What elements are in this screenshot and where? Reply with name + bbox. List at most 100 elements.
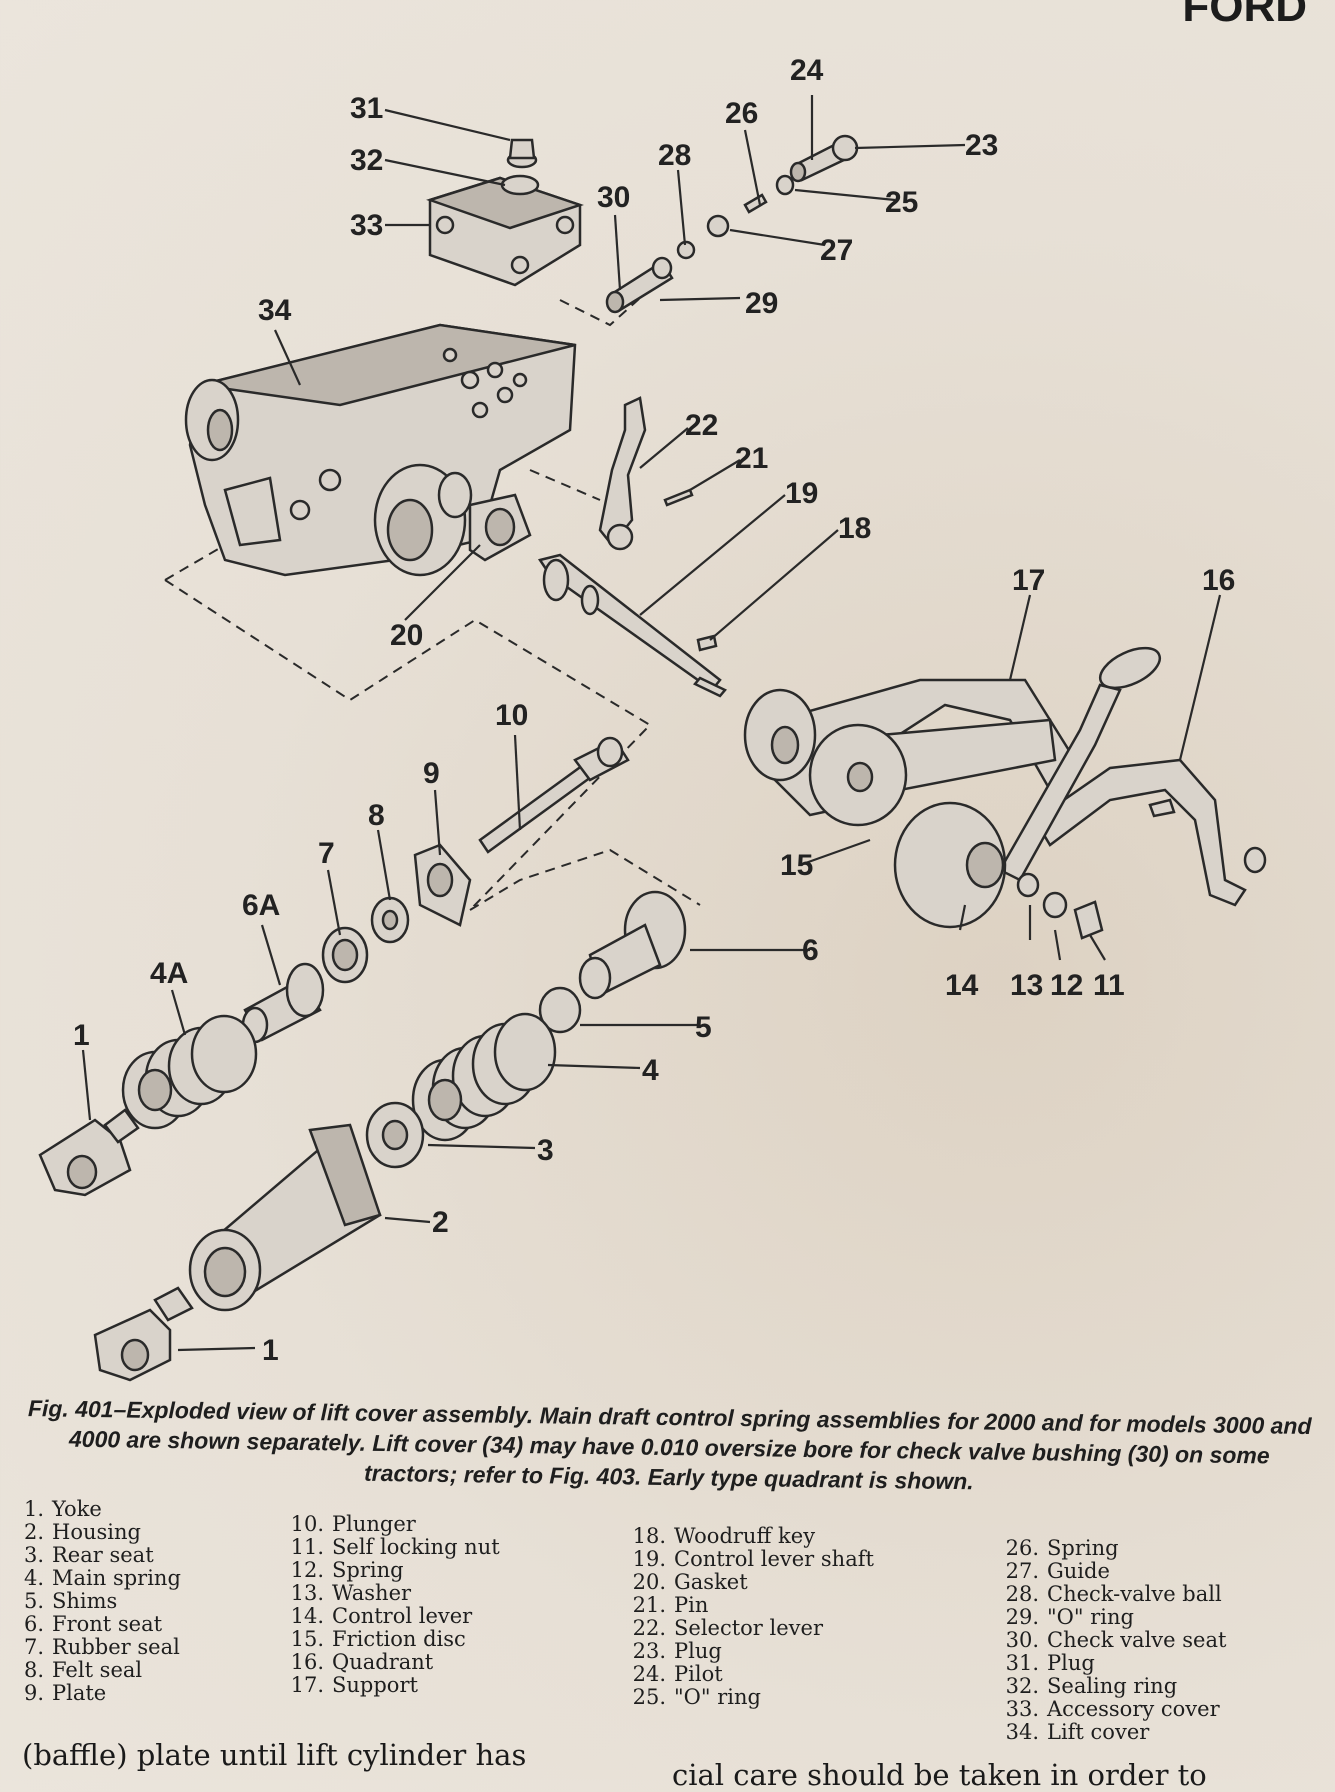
callout-22: 22: [685, 409, 718, 442]
legend-item: 12.Spring: [290, 1558, 404, 1582]
legend-item: 31.Plug: [1005, 1651, 1095, 1675]
callout-27: 27: [820, 234, 853, 267]
callout-2: 2: [432, 1206, 449, 1239]
gasket-drawing: [468, 493, 532, 562]
legend-item: 14.Control lever: [290, 1604, 473, 1628]
support-drawing: [743, 678, 1077, 827]
exploded-view-figure: 31 32 33 34 30 28 26 24 23 25 27 29 22 2…: [38, 54, 1267, 1382]
callout-6: 6: [802, 934, 819, 967]
body-text-right-column: cial care should be taken in order to: [672, 1758, 1207, 1792]
callout-12: 12: [1050, 969, 1083, 1002]
callout-17: 17: [1012, 564, 1045, 597]
pilot-plug-drawing: [706, 134, 859, 238]
assembly-guide-line: [529, 279, 661, 501]
callout-14: 14: [945, 969, 979, 1002]
callout-32: 32: [350, 144, 383, 177]
callout-1-bottom: 1: [262, 1334, 279, 1367]
exploded-diagram: 31 32 33 34 30 28 26 24 23 25 27 29 22 2…: [38, 54, 1267, 1382]
legend-item: 27.Guide: [1005, 1559, 1110, 1583]
rear-seat-drawing: [365, 1101, 425, 1169]
legend-item: 29."O" ring: [1005, 1605, 1134, 1629]
assembly-guide-line: [164, 544, 701, 911]
callout-25: 25: [885, 186, 918, 219]
legend-item: 5.Shims: [23, 1589, 118, 1613]
callout-34: 34: [258, 294, 292, 327]
legend-item: 3.Rear seat: [23, 1543, 154, 1567]
callout-labels: 31 32 33 34 30 28 26 24 23 25 27 29 22 2…: [73, 54, 1235, 1367]
callout-11: 11: [1093, 969, 1125, 1002]
callout-19: 19: [785, 477, 818, 510]
main-spring-drawing: [411, 1012, 557, 1142]
plate-seal-drawing: [321, 843, 472, 984]
callout-18: 18: [838, 512, 871, 545]
legend-item: 4.Main spring: [23, 1566, 181, 1590]
legend-item: 19.Control lever shaft: [632, 1547, 874, 1571]
legend-column-1: 1.Yoke 2.Housing 3.Rear seat 4.Main spri…: [10, 1498, 181, 1705]
legend-item: 32.Sealing ring: [1005, 1674, 1178, 1698]
housing-drawing: [188, 1123, 382, 1312]
selector-lever-drawing: [598, 396, 694, 551]
callout-28: 28: [658, 139, 691, 172]
callout-6a: 6A: [242, 889, 280, 922]
callout-3: 3: [537, 1134, 554, 1167]
legend-item: 18.Woodruff key: [632, 1524, 816, 1548]
front-seat-drawing: [578, 890, 687, 1000]
legend-item: 30.Check valve seat: [1005, 1628, 1227, 1652]
leader-lines: [81, 95, 1222, 1352]
callout-1-top: 1: [73, 1019, 90, 1052]
page-heading: FORD: [1182, 0, 1307, 31]
legend-item: 10.Plunger: [290, 1512, 416, 1536]
callout-15: 15: [780, 849, 813, 882]
legend-item: 20.Gasket: [632, 1570, 748, 1594]
callout-24: 24: [790, 54, 824, 87]
callout-4: 4: [642, 1054, 659, 1087]
lift-cover-drawing: [184, 323, 577, 577]
check-valve-drawing: [605, 240, 696, 314]
legend-item: 22.Selector lever: [632, 1616, 823, 1640]
legend-item: 24.Pilot: [632, 1662, 723, 1686]
callout-7: 7: [318, 837, 335, 870]
main-spring-a-drawing: [121, 1014, 258, 1130]
callout-10: 10: [495, 699, 528, 732]
callout-21: 21: [735, 442, 768, 475]
control-lever-shaft-drawing: [537, 553, 727, 698]
legend-item: 11.Self locking nut: [290, 1535, 500, 1559]
legend-item: 26.Spring: [1005, 1536, 1119, 1560]
legend-item: 17.Support: [290, 1673, 418, 1697]
callout-31: 31: [350, 92, 383, 125]
legend-item: 9.Plate: [23, 1681, 107, 1705]
nut-spring-washer-drawing: [1016, 872, 1104, 940]
callout-30: 30: [597, 181, 630, 214]
front-seat-a-drawing: [241, 962, 325, 1044]
accessory-cover-drawing: [426, 138, 584, 287]
legend-item: 8.Felt seal: [23, 1658, 143, 1682]
legend-item: 34.Lift cover: [1005, 1720, 1150, 1744]
legend-column-2: 10.Plunger 11.Self locking nut 12.Spring…: [290, 1513, 500, 1697]
callout-29: 29: [745, 287, 778, 320]
legend-item: 25."O" ring: [632, 1685, 761, 1709]
legend-item: 7.Rubber seal: [23, 1635, 180, 1659]
callout-13: 13: [1010, 969, 1043, 1002]
legend-item: 33.Accessory cover: [1005, 1697, 1220, 1721]
legend-item: 23.Plug: [632, 1639, 722, 1663]
callout-23: 23: [965, 129, 998, 162]
shims-drawing: [538, 986, 582, 1034]
yoke-b-drawing: [93, 1286, 194, 1382]
legend-item: 16.Quadrant: [290, 1650, 434, 1674]
legend-column-4: 26.Spring 27.Guide 28.Check-valve ball 2…: [1005, 1536, 1227, 1744]
legend-item: 15.Friction disc: [290, 1627, 466, 1651]
callout-16: 16: [1202, 564, 1235, 597]
legend-item: 13.Washer: [290, 1581, 412, 1605]
legend-item: 2.Housing: [23, 1520, 141, 1544]
body-text-left-column: (baffle) plate until lift cylinder has: [22, 1738, 527, 1772]
callout-8: 8: [368, 799, 385, 832]
callout-20: 20: [390, 619, 423, 652]
legend-item: 1.Yoke: [23, 1497, 102, 1521]
callout-33: 33: [350, 209, 383, 242]
legend-item: 6.Front seat: [23, 1612, 163, 1636]
legend-item: 28.Check-valve ball: [1005, 1582, 1222, 1606]
legend-item: 21.Pin: [632, 1593, 709, 1617]
plunger-drawing: [478, 736, 630, 854]
figure-caption: Fig. 401–Exploded view of lift cover ass…: [27, 1395, 1312, 1495]
callout-5: 5: [695, 1011, 712, 1044]
